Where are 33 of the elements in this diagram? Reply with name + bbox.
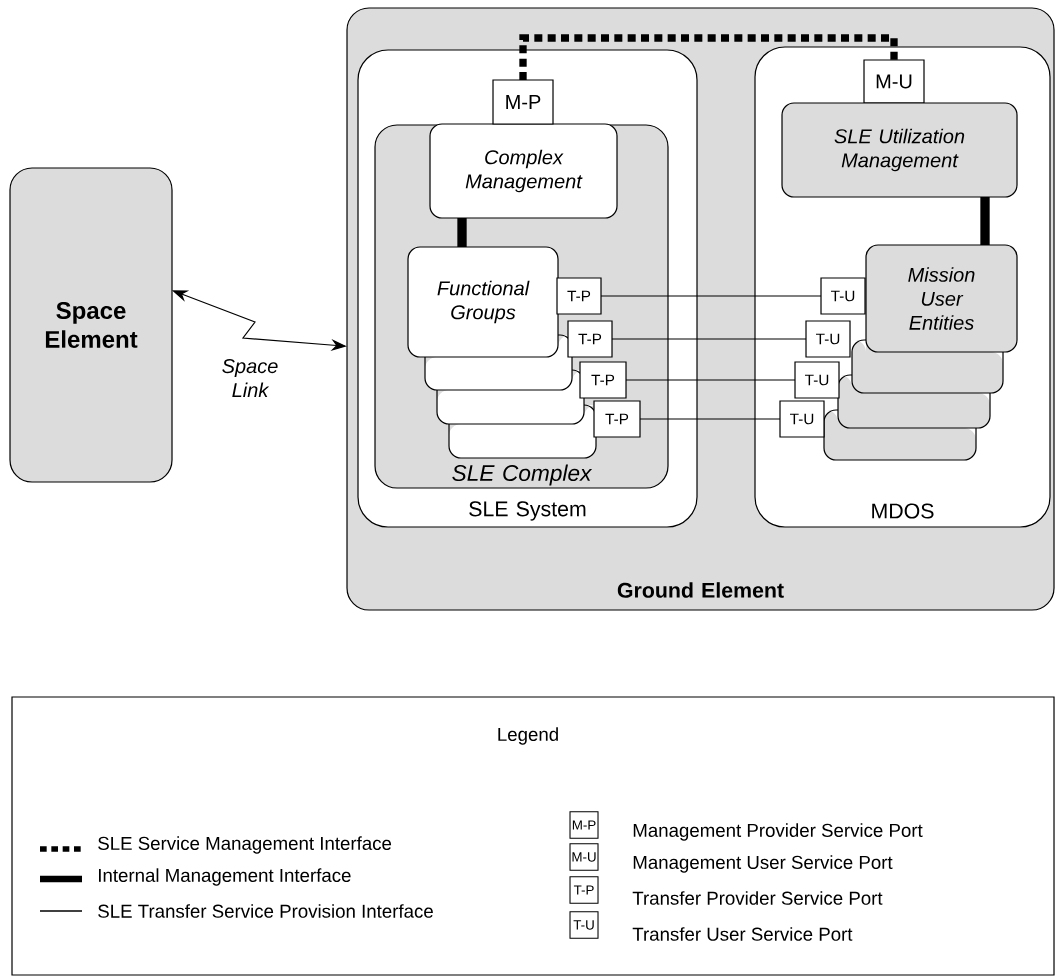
legend-text: Transfer Provider Service Port [632,891,883,905]
management-box: SLE Utilization Management [781,102,1018,198]
interface-line [600,295,822,297]
legend-text: SLE Transfer Service Provision Interface [98,904,433,918]
port-box: T-U [820,277,866,315]
port-box: T-U [779,400,825,438]
internal-interface-line [457,218,467,247]
stacked-box [851,339,1004,394]
interface-line [639,418,781,420]
port-box: T-P [579,361,627,399]
legend-title: Legend [498,727,558,745]
functional-group-box: Functional Groups [407,246,559,358]
port-box: T-U [794,361,840,399]
port-box: M-P [492,79,554,125]
port-box: T-P [567,320,613,358]
port-box: T-U [805,320,851,358]
entity-box: Mission User Entities [865,244,1018,353]
stacked-box [424,334,573,391]
stacked-box [837,374,991,429]
port-box: T-P [593,400,641,438]
internal-interface-line [980,197,990,245]
port-box: M-U [863,59,925,104]
edge-label: Space Link [222,359,278,397]
interface-line [611,338,807,340]
stacked-box [823,409,977,461]
legend-text: Internal Management Interface [99,868,351,886]
legend-text: SLE Service Management Interface [98,836,392,854]
interface-line [625,379,796,381]
legend-text: Transfer User Service Port [632,927,853,941]
port-box: T-P [556,277,602,315]
legend-text: Management Provider Service Port [633,823,923,841]
space-element-box: Space Element [9,167,173,483]
legend-text: Management User Service Port [633,855,893,873]
